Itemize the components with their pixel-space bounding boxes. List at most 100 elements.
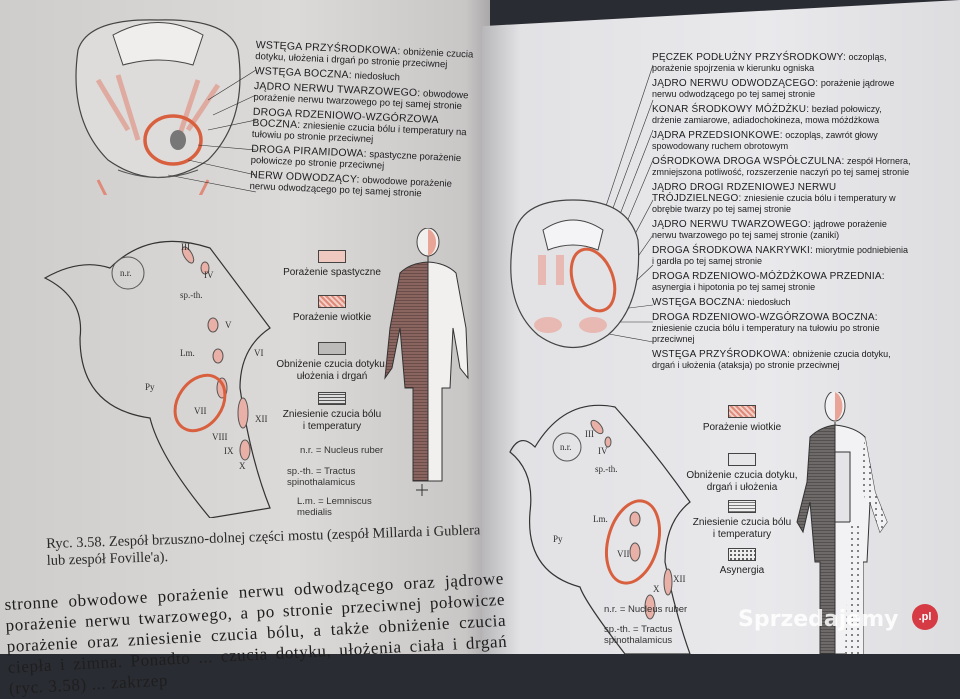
sagittal-diagram-left: n.r. III IV sp.-th. V VI Py Lm. VII VIII IX X XII xyxy=(43,240,271,518)
left_page-abbreviations-2-abbr: L.m. xyxy=(297,496,316,507)
right_page-abbreviations-1-abbr: sp.-th. xyxy=(604,624,631,635)
right_page-labels-3-title: JĄDRA PRZEDSIONKOWE: xyxy=(652,130,783,141)
label-item: WSTĘGA PRZYŚRODKOWA: obniżenie czucia do… xyxy=(652,349,912,371)
right_page-labels-6-title: JĄDRO NERWU TWARZOWEGO: xyxy=(652,219,811,230)
legend-pain: Zniesienie czucia bólu i temperatury xyxy=(282,392,382,433)
label-item: JĄDRO DROGI RDZENIOWEJ NERWU TRÓJDZIELNE… xyxy=(652,182,912,215)
right_page-labels-1-title: JĄDRO NERWU ODWODZĄCEGO: xyxy=(652,78,819,89)
left_page-abbreviations-1-meaning: = Tractus spinothalamicus xyxy=(287,466,356,488)
legend-flaccid: Porażenie wiotkie xyxy=(282,295,382,324)
left_page-diagram_labels-12: XII xyxy=(673,574,686,584)
right_page-labels-1-desc: porażenie jądrowe nerwu odwodzącego po t… xyxy=(652,78,895,99)
left_page-diagram_labels-0: n.r. xyxy=(120,268,132,278)
legend-swatch xyxy=(728,405,756,418)
left_page-diagram_labels-7: Lm. xyxy=(593,514,608,524)
label-item: JĄDRA PRZEDSIONKOWE: oczopląs, zawrót gł… xyxy=(652,130,912,152)
right_page-legend-1-label: Obniżenie czucia dotyku, drgań i ułożeni… xyxy=(686,470,798,493)
legend-pain-right: Zniesienie czucia bólu i temperatury xyxy=(692,500,792,541)
right_page-labels-8-title: DROGA RDZENIOWO-MÓŻDŻKOWA PRZEDNIA: xyxy=(652,271,885,282)
left_page-diagram_labels-3: sp.-th. xyxy=(180,290,203,300)
right_page-labels-10-title: DROGA RDZENIOWO-WZGÓRZOWA BOCZNA: xyxy=(652,312,878,323)
left_page-diagram_labels-5: VI xyxy=(254,348,264,358)
right_page-labels-7-desc: miorytmie podniebienia i gardła po tej s… xyxy=(652,245,909,266)
right_page-abbreviations-0-abbr: n.r. xyxy=(604,604,618,615)
left_page-diagram_labels-9: VIII xyxy=(212,432,228,442)
left_page-diagram_labels-11: X xyxy=(653,584,660,594)
right-labels: PĘCZEK PODŁUŻNY PRZYŚRODKOWY: oczopląs, … xyxy=(652,52,912,375)
lesion-circle xyxy=(143,114,203,166)
left_page-diagram_labels-4: V xyxy=(225,320,232,330)
legend-swatch xyxy=(728,500,756,513)
left-labels: WSTĘGA PRZYŚRODKOWA: obniżenie czucia do… xyxy=(249,39,486,206)
left_page-diagram_labels-6: Py xyxy=(145,382,155,392)
body-figure-left xyxy=(384,228,469,496)
left_page-diagram_labels-3: sp.-th. xyxy=(595,464,618,474)
left_page-diagram_labels-11: X xyxy=(239,461,246,471)
right_page-labels-11-desc: obniżenie czucia dotyku, drgań i ułożeni… xyxy=(652,349,891,370)
right_page-labels-6-desc: jądrowe porażenie nerwu twarzowego po te… xyxy=(652,219,887,240)
right_page-labels-0-desc: oczopląs, porażenie spojrzenia w kierunk… xyxy=(652,52,887,73)
left_page-diagram_labels-10: IX xyxy=(224,446,234,456)
left_page-diagram_labels-8: VII xyxy=(617,549,630,559)
right_page-labels-3-desc: oczopląs, zawrót głowy spowodowany ruche… xyxy=(652,130,878,151)
label-item: OŚRODKOWA DROGA WSPÓŁCZULNA: zespół Horn… xyxy=(652,156,912,178)
left_page-legend-1-label: Porażenie wiotkie xyxy=(292,312,372,323)
left_page-legend-0-label: Porażenie spastyczne xyxy=(283,267,381,278)
right_page-labels-5-desc: zniesienie czucia bólu i temperatury w o… xyxy=(652,193,896,214)
right_page-labels-4-desc: zespół Hornera, zmniejszona potliwość, r… xyxy=(652,156,911,177)
right_page-labels-10-desc: zniesienie czucia bólu i temperatury na … xyxy=(652,323,880,344)
cross-section-diagram-right xyxy=(510,64,654,348)
left_page-legend-3-label: Zniesienie czucia bólu i temperatury xyxy=(282,409,382,432)
left_page-labels-1-title: WSTĘGA BOCZNA: xyxy=(254,64,353,82)
legend-touch: Obniżenie czucia dotyku, ułożenia i drga… xyxy=(272,342,392,383)
left_page-diagram_labels-12: XII xyxy=(255,414,268,424)
right_page-labels-7-title: DROGA ŚRODKOWA NAKRYWKI: xyxy=(652,245,813,256)
right_page-labels-11-title: WSTĘGA PRZYŚRODKOWA: xyxy=(652,349,791,360)
right_page-legend-2-label: Zniesienie czucia bólu i temperatury xyxy=(692,517,792,540)
left_page-diagram_labels-7: Lm. xyxy=(180,348,195,358)
label-item: WSTĘGA BOCZNA: niedosłuch xyxy=(652,297,912,308)
label-item: JĄDRO NERWU TWARZOWEGO: jądrowe porażeni… xyxy=(652,219,912,241)
abbr-nr: n.r. = Nucleus ruber xyxy=(300,445,383,456)
label-item: DROGA RDZENIOWO-MÓŻDŻKOWA PRZEDNIA: asyn… xyxy=(652,271,912,293)
left_page-legend-2-label: Obniżenie czucia dotyku, ułożenia i drga… xyxy=(276,359,388,382)
legend-asynergy: Asynergia xyxy=(692,548,792,577)
legend-swatch xyxy=(728,548,756,561)
lesion-circle xyxy=(569,247,617,313)
legend-swatch xyxy=(318,250,346,263)
left_page-abbreviations-1-abbr: sp.-th. xyxy=(287,466,314,477)
legend-swatch xyxy=(728,453,756,466)
left_page-diagram_labels-0: n.r. xyxy=(560,442,572,452)
left_page-labels-1-desc: niedosłuch xyxy=(354,70,401,84)
left_page-abbreviations-2-meaning: = Lemniscus medialis xyxy=(297,496,372,518)
right_page-labels-2-desc: bezład połowiczy, drżenie zamiarowe, adi… xyxy=(652,104,882,125)
right_page-labels-8-desc: asynergia i hipotonia po tej samej stron… xyxy=(652,282,816,292)
right_page-labels-5-title: JĄDRO DROGI RDZENIOWEJ NERWU TRÓJDZIELNE… xyxy=(652,182,837,204)
abbr-lm: L.m. = Lemniscus medialis xyxy=(297,496,397,518)
legend-swatch xyxy=(318,392,346,405)
left_page-diagram_labels-2: IV xyxy=(204,270,214,280)
right_page-abbreviations-0-meaning: = Nucleus ruber xyxy=(619,604,688,615)
watermark-logo: Sprzedajemy xyxy=(738,607,899,632)
legend-spastic: Porażenie spastyczne xyxy=(282,250,382,279)
legend-swatch xyxy=(318,342,346,355)
sagittal-diagram-right: n.r. III IV sp.-th. Py Lm. VII X XII xyxy=(509,404,691,654)
right_page-labels-2-title: KONAR ŚRODKOWY MÓŻDŻKU: xyxy=(652,104,810,115)
label-item: JĄDRO NERWU ODWODZĄCEGO: porażenie jądro… xyxy=(652,78,912,100)
left_page-diagram_labels-8: VII xyxy=(194,406,207,416)
right_page-labels-0-title: PĘCZEK PODŁUŻNY PRZYŚRODKOWY: xyxy=(652,52,846,63)
left_page-diagram_labels-6: Py xyxy=(553,534,563,544)
right_page-labels-9-desc: niedosłuch xyxy=(747,297,791,307)
legend-swatch xyxy=(318,295,346,308)
label-item: DROGA RDZENIOWO-WZGÓRZOWA BOCZNA: zniesi… xyxy=(652,312,912,345)
right_page-legend-3-label: Asynergia xyxy=(719,565,765,576)
cross-section-diagram-left xyxy=(75,19,257,195)
right_page-labels-9-title: WSTĘGA BOCZNA: xyxy=(652,297,745,308)
left_page-diagram_labels-1: III xyxy=(585,429,594,439)
label-item: NERW ODWODZĄCY: obwodowe porażenie nerwu… xyxy=(249,169,480,202)
left_page-diagram_labels-2: IV xyxy=(598,446,608,456)
left_page-abbreviations-0-abbr: n.r. xyxy=(300,445,314,456)
left_page-diagram_labels-1: III xyxy=(181,242,190,252)
right_page-abbreviations-1-meaning: = Tractus spinothalamicus xyxy=(604,624,673,646)
label-item: KONAR ŚRODKOWY MÓŻDŻKU: bezład połowiczy… xyxy=(652,104,912,126)
